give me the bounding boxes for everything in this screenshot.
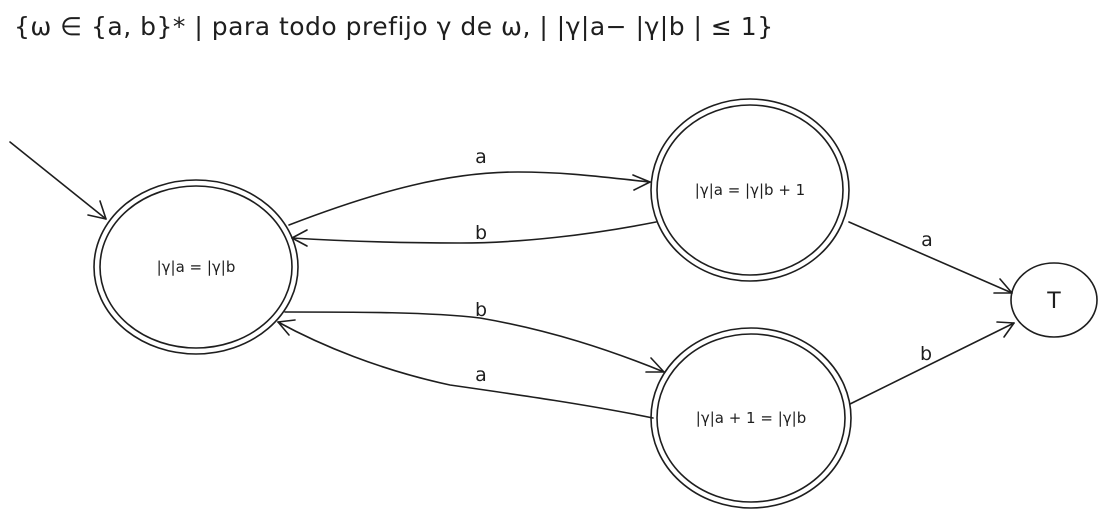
state-q0: |γ|a = |γ|b	[93, 179, 299, 355]
state-q2-label: |γ|a + 1 = |γ|b	[696, 409, 806, 427]
state-q2: |γ|a + 1 = |γ|b	[650, 327, 852, 509]
language-definition-title: {ω ∈ {a, b}* | para todo prefijo γ de ω,…	[14, 12, 774, 41]
state-trap: T	[1010, 262, 1098, 338]
state-q1: |γ|a = |γ|b + 1	[650, 98, 850, 282]
start-arrow	[9, 141, 107, 220]
transition-q2-trap-label: b	[920, 343, 932, 365]
state-q0-label: |γ|a = |γ|b	[157, 258, 236, 276]
transition-q1-trap-label: a	[921, 229, 933, 251]
transition-q2-q0-label: a	[475, 364, 487, 386]
transition-q2-trap: b	[849, 321, 1015, 405]
state-trap-label: T	[1046, 289, 1061, 314]
state-q1-label: |γ|a = |γ|b + 1	[695, 181, 805, 199]
transition-q0-q2-label: b	[475, 299, 487, 321]
transition-q2-q0: a	[277, 319, 654, 419]
transition-q0-q1: a	[288, 146, 651, 226]
transition-q1-q0-label: b	[475, 222, 487, 244]
transition-q1-q0: b	[291, 221, 657, 247]
transition-q0-q2: b	[284, 299, 665, 373]
transition-q1-trap: a	[848, 221, 1013, 294]
transition-q0-q1-label: a	[475, 146, 487, 168]
